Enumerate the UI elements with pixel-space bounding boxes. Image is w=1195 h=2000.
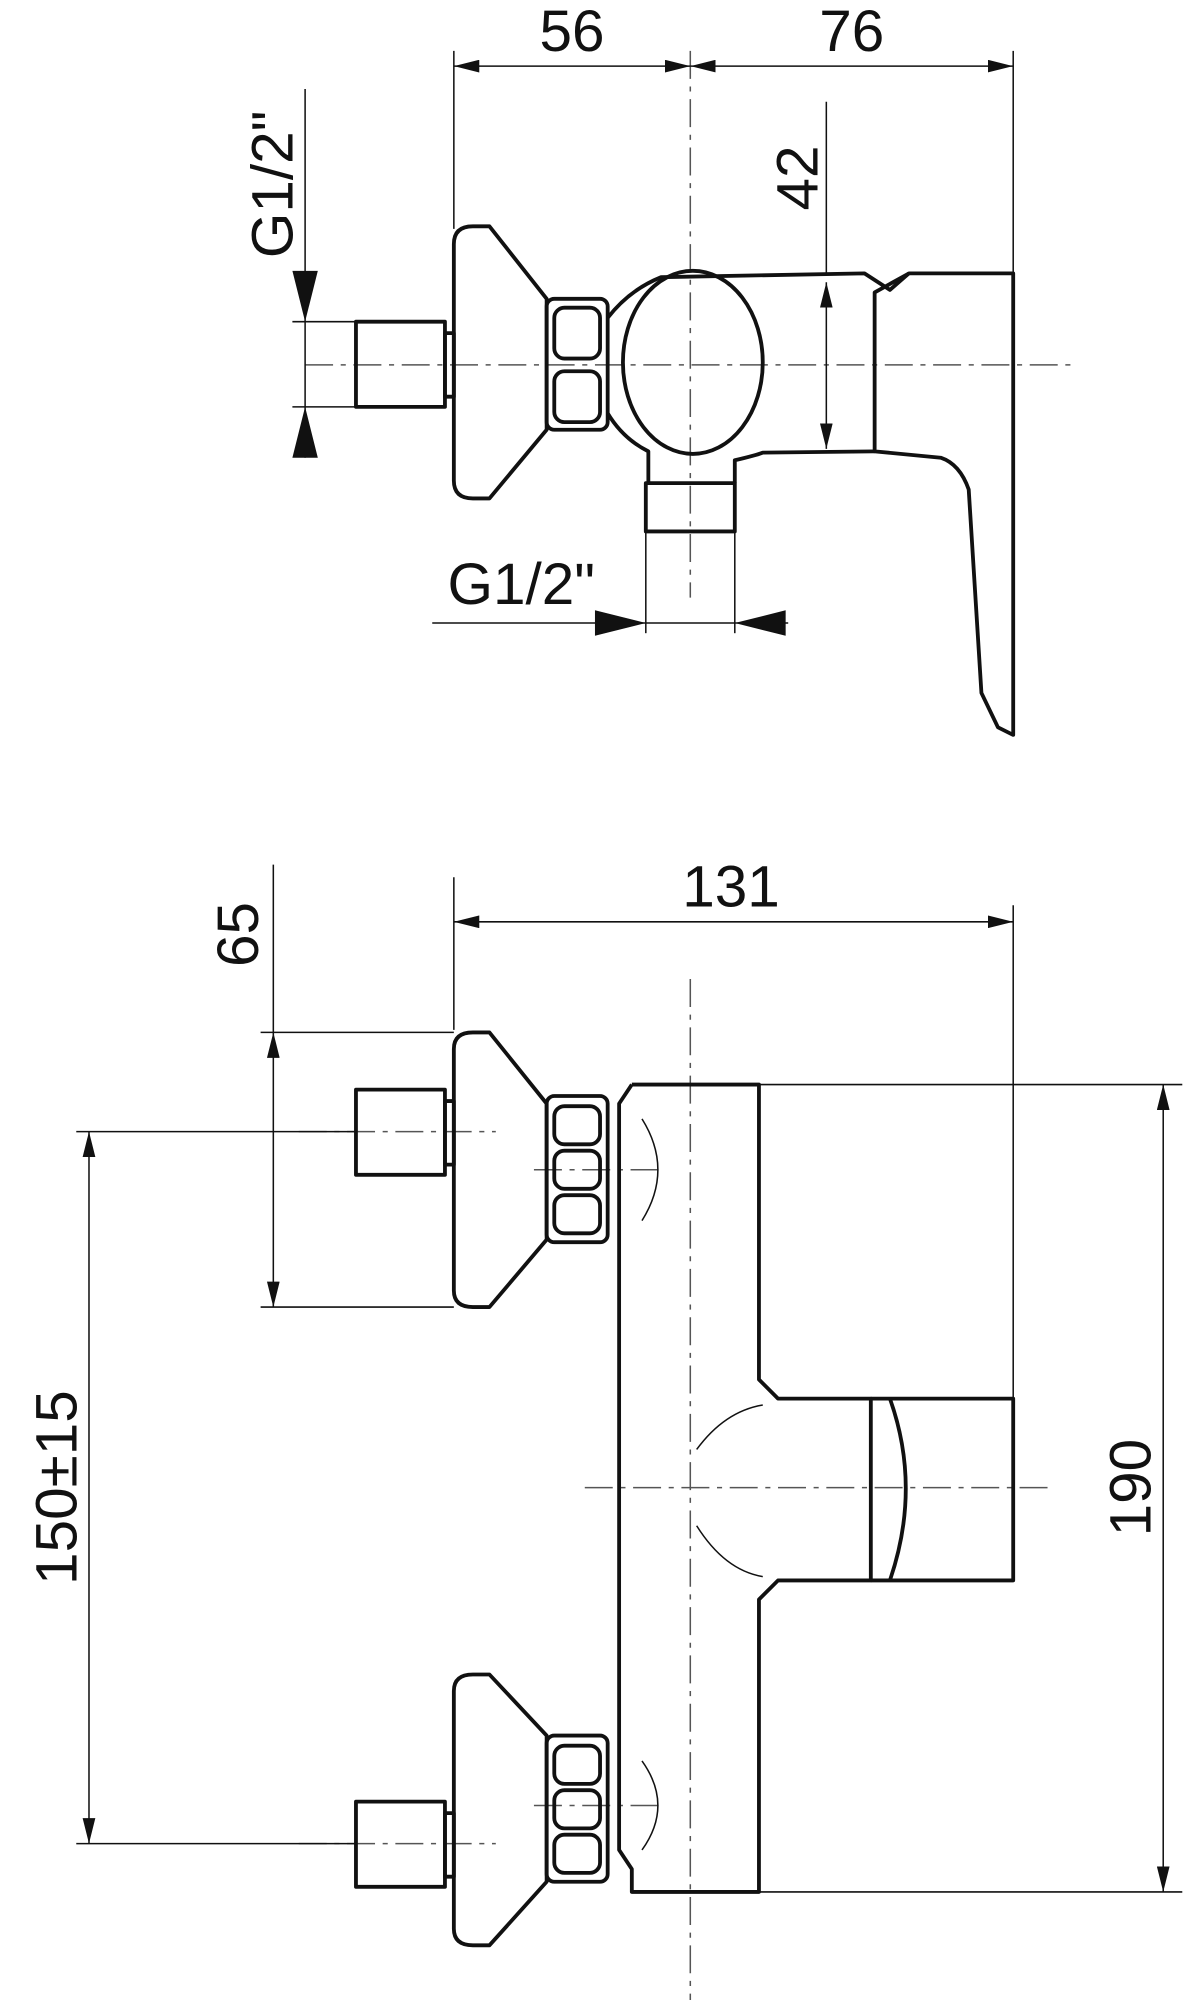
- dim-label-42: 42: [765, 145, 830, 210]
- thread-label-inlet: G1/2": [240, 111, 305, 259]
- upper-inlet: [354, 1030, 610, 1309]
- cartridge-cap: [621, 268, 765, 456]
- mixer-body-front: [617, 1082, 873, 1894]
- lower-inlet: [354, 1672, 610, 1948]
- dim-label-190: 190: [1099, 1439, 1164, 1537]
- thread-label-outlet: G1/2": [447, 552, 595, 617]
- dim-label-76: 76: [819, 0, 884, 64]
- dimension-thread-inlet: G1/2": [240, 89, 369, 458]
- lever-handle: [872, 271, 1016, 737]
- dimension-190: 190: [758, 1083, 1183, 1893]
- dimension-42: 42: [765, 101, 833, 449]
- dimension-thread-outlet: G1/2": [432, 531, 789, 636]
- dimension-56: 56: [453, 0, 691, 73]
- dimension-76: 76: [690, 0, 1014, 73]
- dim-label-150: 150±15: [24, 1390, 89, 1585]
- mixer-body: [606, 271, 911, 484]
- dimension-150: 150±15: [24, 1130, 356, 1845]
- dim-label-56: 56: [540, 0, 605, 64]
- dim-label-65: 65: [206, 902, 271, 967]
- hex-nut: [544, 296, 610, 432]
- front-view: 131 65 150±15 190: [24, 855, 1183, 2000]
- dim-label-131: 131: [682, 855, 780, 920]
- wall-flange: [451, 224, 549, 501]
- dimension-131: 131: [453, 855, 1014, 929]
- handle-front: [870, 1396, 1016, 1583]
- dimension-65: 65: [206, 864, 454, 1308]
- side-view: 56 76 42 G1/2" G1/2": [240, 0, 1075, 737]
- outlet-stub: [643, 481, 737, 534]
